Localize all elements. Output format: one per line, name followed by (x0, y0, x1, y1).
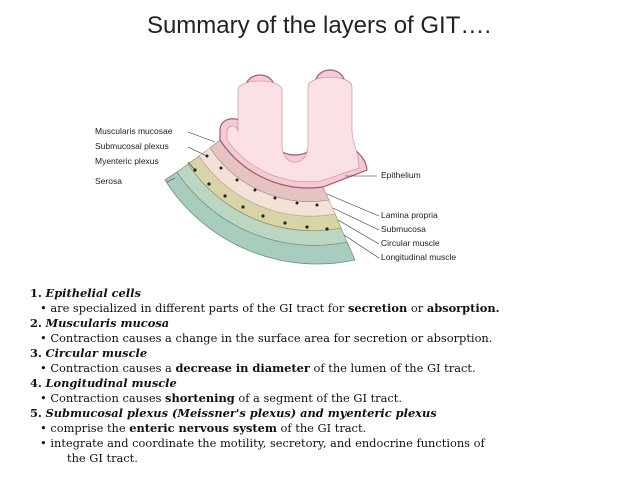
list-item-heading: 3. Circular muscle (30, 346, 620, 361)
bullet-text-run: • comprise the (40, 421, 130, 435)
bullet-text-run: the GI tract. (67, 451, 138, 465)
list-item-number: 5. (30, 406, 42, 420)
list-item-bullet: • comprise the enteric nervous system of… (30, 421, 620, 436)
list-item-number: 3. (30, 346, 42, 360)
list-item-heading: 5. Submucosal plexus (Meissner's plexus)… (30, 406, 620, 421)
label-longitudinal-muscle: Longitudinal muscle (381, 252, 457, 262)
list-item-bullet: the GI tract. (30, 451, 620, 466)
bullet-text-run: of the lumen of the GI tract. (309, 361, 476, 375)
label-myenteric-plexus: Myenteric plexus (95, 156, 159, 166)
bullet-text-run: of the GI tract. (276, 421, 367, 435)
label-submucosal-plexus: Submucosal plexus (95, 141, 169, 151)
villus-core (226, 77, 360, 183)
bullet-text-run: shortening (165, 391, 235, 405)
list-item-heading: 1. Epithelial cells (30, 286, 620, 301)
bullet-text-run: • Contraction causes a change in the sur… (40, 331, 493, 345)
list-item-bullet: • Contraction causes shortening of a seg… (30, 391, 620, 406)
list-item-number: 2. (30, 316, 42, 330)
bullet-text-run: • are specialized in different parts of … (40, 301, 348, 315)
list-item-bullet: • Contraction causes a change in the sur… (30, 331, 620, 346)
label-leader-lines (166, 131, 380, 259)
bullet-text-run: secretion (347, 301, 408, 315)
list-item-heading: 2. Muscularis mucosa (30, 316, 620, 331)
git-wall-illustration (164, 69, 380, 265)
list-item-title: Muscularis mucosa (45, 316, 170, 330)
list-item-title: Circular muscle (45, 346, 148, 360)
label-epithelium: Epithelium (381, 170, 421, 180)
label-muscularis-mucosae: Muscularis mucosae (95, 126, 173, 136)
label-circular-muscle: Circular muscle (381, 238, 440, 248)
list-item-heading: 4. Longitudinal muscle (30, 376, 620, 391)
list-item-bullet: • are specialized in different parts of … (30, 301, 620, 316)
list-item-bullet: • integrate and coordinate the motility,… (30, 436, 620, 451)
bullet-text-run: enteric nervous system (129, 421, 277, 435)
bullet-text-run: • integrate and coordinate the motility,… (40, 436, 485, 450)
bullet-text-run: absorption. (426, 301, 500, 315)
list-item-title: Submucosal plexus (Meissner's plexus) an… (45, 406, 437, 420)
list-item-number: 4. (30, 376, 42, 390)
slide-title: Summary of the layers of GIT…. (146, 12, 492, 39)
label-submucosa: Submucosa (381, 224, 426, 234)
list-item-title: Epithelial cells (45, 286, 141, 300)
bullet-text-run: of a segment of the GI tract. (234, 391, 402, 405)
list-item-title: Longitudinal muscle (45, 376, 177, 390)
list-item-bullet: • Contraction causes a decrease in diame… (30, 361, 620, 376)
label-lamina-propria: Lamina propria (381, 210, 438, 220)
git-layers-diagram: Muscularis mucosae Submucosal plexus Mye… (95, 60, 555, 280)
list-item-number: 1. (30, 286, 42, 300)
label-serosa: Serosa (95, 176, 122, 186)
bullet-text-run: decrease in diameter (175, 361, 310, 375)
bullet-text-run: • Contraction causes (40, 391, 166, 405)
bullet-text-run: or (407, 301, 427, 315)
bullet-text-run: • Contraction causes a (40, 361, 176, 375)
summary-list: 1. Epithelial cells• are specialized in … (30, 286, 620, 466)
